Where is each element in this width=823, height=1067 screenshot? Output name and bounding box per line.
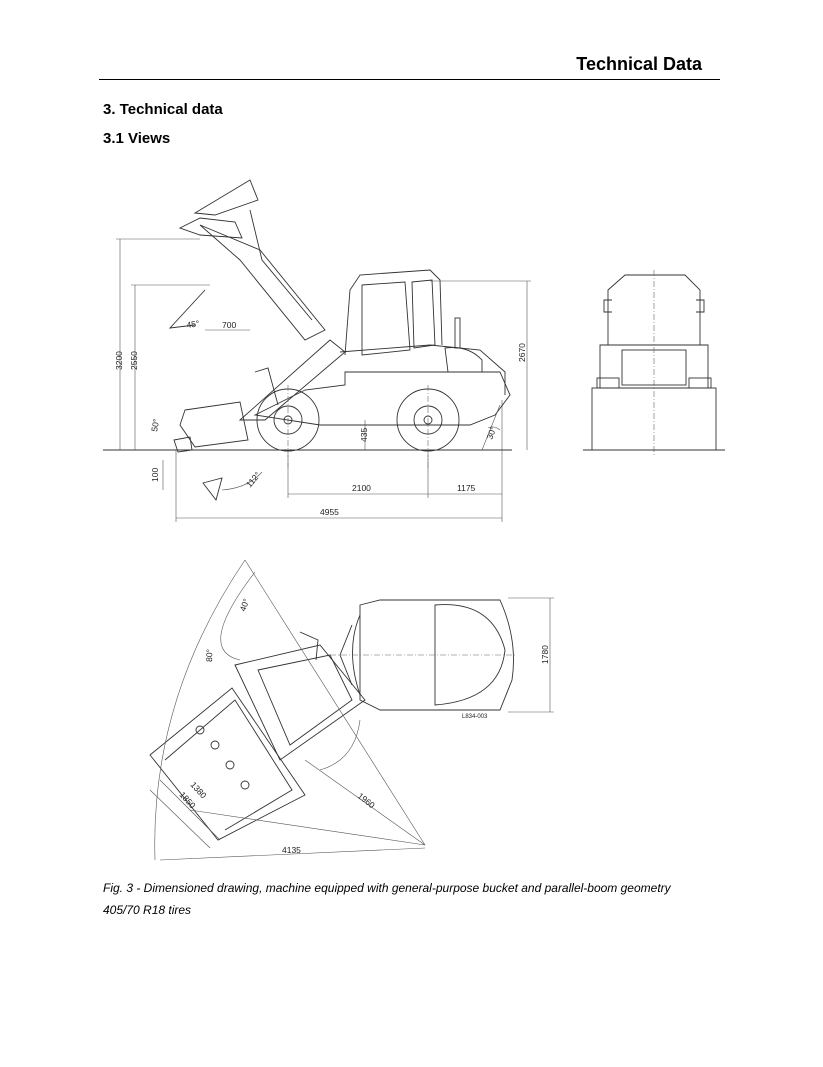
dim-bucket-radius: 1960 — [356, 791, 377, 811]
side-view: 3200 2550 2670 700 435 100 2100 1175 495… — [103, 179, 531, 522]
angle-full: 80° — [204, 649, 214, 662]
dim-dump-reach: 700 — [222, 320, 236, 330]
section-subheading: 3.1 Views — [103, 130, 171, 147]
front-view — [583, 270, 725, 455]
top-bucket — [149, 687, 306, 841]
figure-caption: Fig. 3 - Dimensioned drawing, machine eq… — [103, 877, 743, 921]
dim-total-width: 4135 — [282, 845, 301, 855]
dim-length: 4955 — [320, 507, 339, 517]
dim-ground-clear: 435 — [359, 428, 369, 442]
section-heading: 3. Technical data — [103, 101, 223, 118]
dim-rear-overhang: 1175 — [457, 483, 476, 493]
header-title: Technical Data — [576, 54, 702, 74]
caption-line-1: Fig. 3 - Dimensioned drawing, machine eq… — [103, 881, 671, 895]
top-view: 40° 80° 1780 1380 1850 1960 4135 L834-00… — [149, 559, 554, 861]
angle-rear: 30° — [484, 425, 498, 441]
dim-h-pin: 2550 — [129, 351, 139, 370]
dim-dig-depth: 100 — [150, 468, 160, 482]
angle-swing: 112° — [244, 470, 263, 489]
header-rule — [99, 79, 720, 80]
angle-articulation: 40° — [237, 597, 251, 613]
dim-width: 1780 — [540, 645, 550, 664]
drawing-id: L834-003 — [462, 714, 488, 720]
caption-line-2: 405/70 R18 tires — [103, 903, 192, 917]
dim-h-max: 3200 — [114, 351, 124, 370]
angle-dump: 45° — [186, 318, 200, 330]
dim-wheelbase: 2100 — [352, 483, 371, 493]
angle-rollback: 50° — [149, 418, 161, 432]
dim-h-cab: 2670 — [517, 343, 527, 362]
